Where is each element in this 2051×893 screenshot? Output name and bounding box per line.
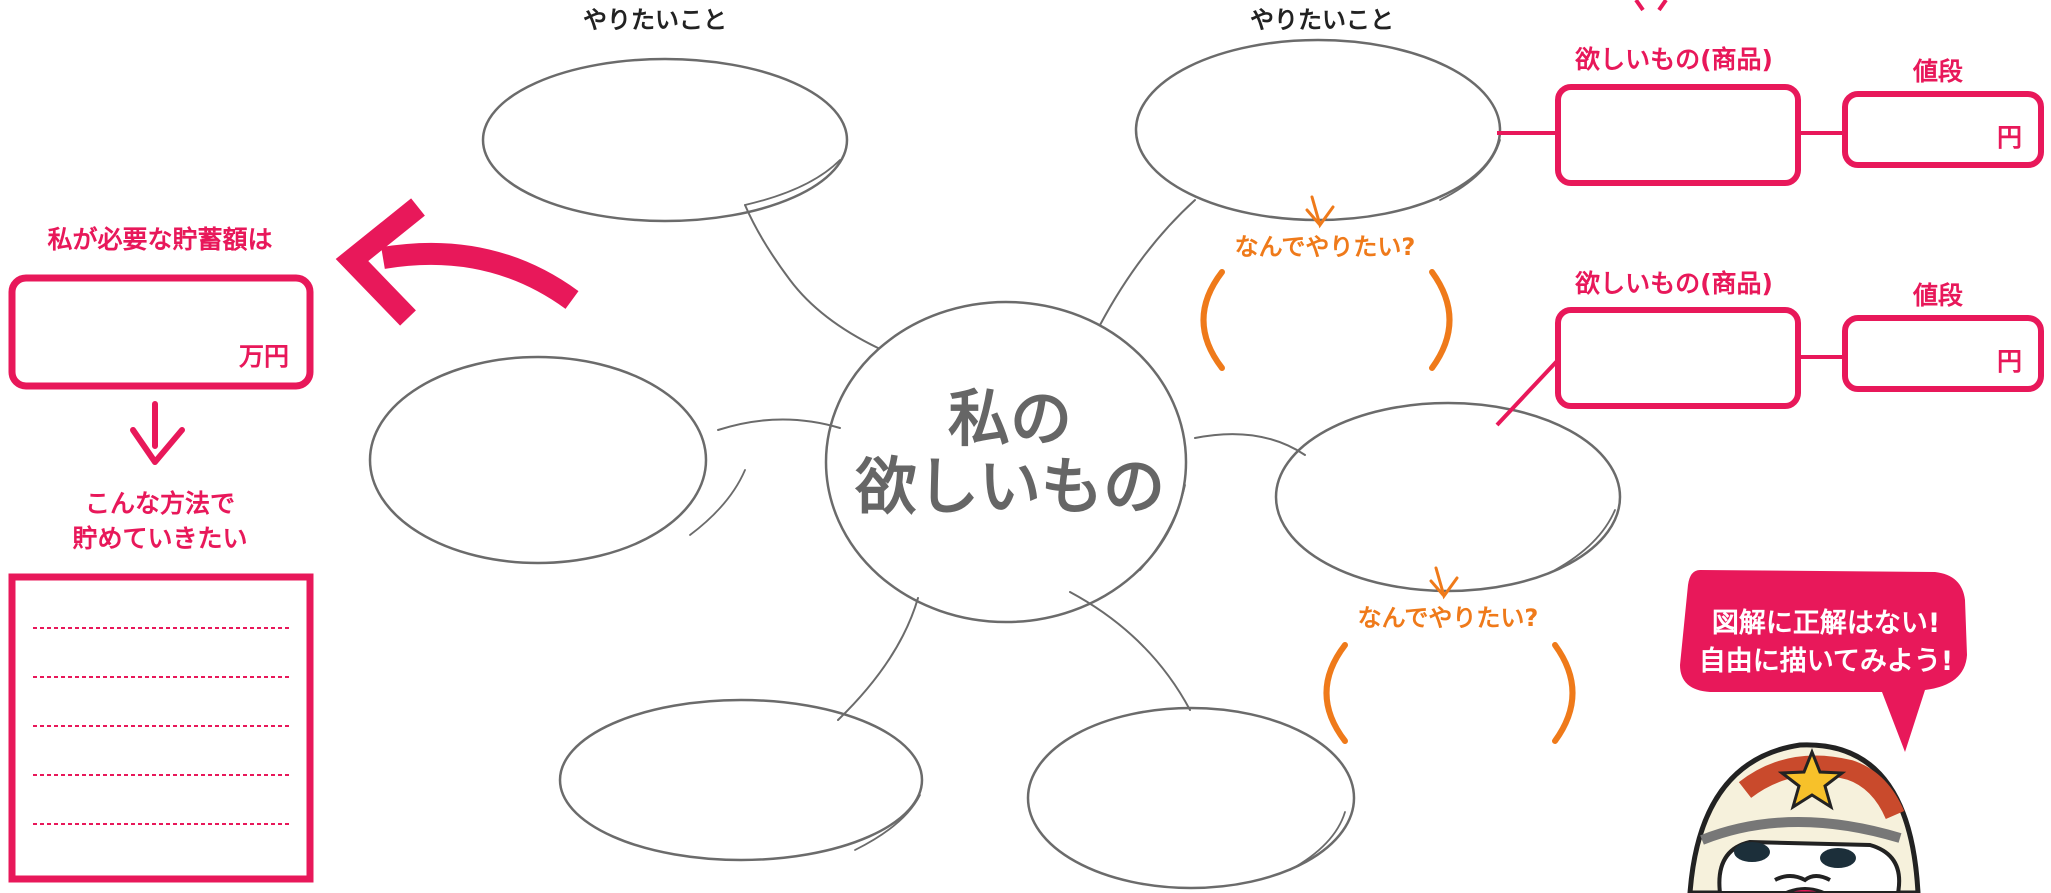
left-paren-icon [1323,642,1348,744]
left-arrow-icon [335,198,579,326]
center-title-line2: 欲しいもの [854,450,1165,523]
mascot-character [1687,742,1921,893]
left-paren-icon [1200,269,1225,371]
star-icon [1777,747,1847,811]
bubble-bottom-left[interactable] [558,698,924,862]
price-field-2[interactable] [1842,315,2044,392]
why-section-1: なんでやりたい? [1200,195,1453,371]
price-label-2: 値段 [1912,281,1963,310]
savings-title: 私が必要な貯蓄額は [47,225,272,254]
savings-unit: 万円 [239,342,289,371]
down-arrow-icon [130,401,185,465]
right-paren-icon [1552,642,1576,744]
savings-section: 私が必要な貯蓄額は 万円 こんな方法で 貯めていきたい [8,225,314,883]
cropped-mark-icon [1634,0,1668,12]
mind-map-connectors [717,199,1306,721]
product-row-1: 欲しいもの(商品) 値段 円 [1497,45,2044,186]
price-unit-2: 円 [1997,347,2022,376]
method-title-line1: こんな方法で [85,489,235,518]
product-row-2: 欲しいもの(商品) 値段 円 [1495,269,2044,427]
speech-bubble: 図解に正解はない! 自由に描いてみよう! [1680,570,1967,752]
bubble-bottom-right[interactable] [1026,706,1356,890]
wanted-item-label-2: 欲しいもの(商品) [1574,269,1773,298]
right-paren-icon [1429,269,1453,371]
method-note-lines [33,627,290,825]
bubble-mid-left[interactable] [368,355,746,565]
down-arrow-icon [1429,566,1459,600]
price-label-1: 値段 [1912,57,1963,86]
why-label-2: なんでやりたい? [1358,604,1539,632]
bubble-text-line1: 図解に正解はない! [1712,608,1940,639]
price-field-1[interactable] [1842,91,2044,168]
bubble-top-left[interactable] [481,57,849,223]
bubble-top-right[interactable] [1134,38,1502,222]
why-section-2: なんでやりたい? [1323,566,1576,744]
method-title-line2: 貯めていきたい [72,524,247,553]
price-unit-1: 円 [1997,123,2022,152]
why-answer-field-2[interactable] [1352,648,1548,740]
why-label-1: なんでやりたい? [1235,233,1416,261]
why-answer-field-1[interactable] [1230,275,1425,367]
center-title-line1: 私の [948,382,1072,455]
wanted-item-field-2[interactable] [1555,307,1801,409]
bubble-text-line2: 自由に描いてみよう! [1699,645,1954,677]
down-arrow-icon [1305,195,1335,229]
bubble-mid-right[interactable] [1274,401,1622,593]
center-circle [824,300,1188,624]
wanted-item-label-1: 欲しいもの(商品) [1574,45,1773,74]
want-to-do-label-left: やりたいこと [583,6,727,34]
savings-amount-field[interactable] [8,274,314,390]
method-notes-field[interactable] [8,573,314,883]
wanted-item-field-1[interactable] [1555,84,1801,186]
want-to-do-label-right: やりたいこと [1250,6,1394,34]
